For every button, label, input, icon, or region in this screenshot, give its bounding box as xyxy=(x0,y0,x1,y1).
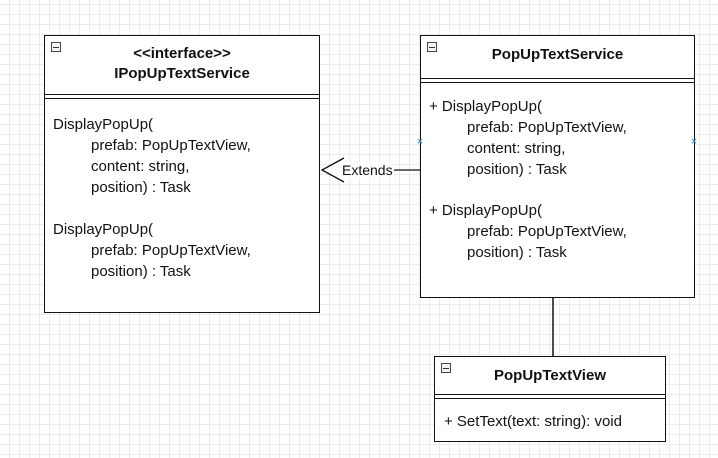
methods-compartment: + SetText(text: string): void xyxy=(435,399,665,432)
class-popuptextservice[interactable]: PopUpTextService + DisplayPopUp( prefab:… xyxy=(420,35,695,298)
method-param: prefab: PopUpTextView, xyxy=(467,119,627,136)
methods-compartment: + DisplayPopUp( prefab: PopUpTextView, c… xyxy=(421,83,694,263)
stereotype-label: <<interface>> xyxy=(133,45,231,62)
connection-port-right-icon[interactable]: × xyxy=(690,136,698,148)
method-param: position) : Task xyxy=(91,179,191,196)
method-param: prefab: PopUpTextView, xyxy=(91,137,251,154)
method-display-popup-2[interactable]: + DisplayPopUp( prefab: PopUpTextView, p… xyxy=(429,200,694,263)
method-param: position) : Task xyxy=(467,244,567,261)
method-param: prefab: PopUpTextView, xyxy=(467,223,627,240)
attributes-divider xyxy=(435,394,665,395)
method-param: content: string, xyxy=(91,158,190,175)
class-ipopuptextservice[interactable]: <<interface>> IPopUpTextService DisplayP… xyxy=(44,35,320,313)
methods-divider xyxy=(435,398,665,399)
methods-compartment: DisplayPopUp( prefab: PopUpTextView, con… xyxy=(45,99,319,282)
class-header: PopUpTextService xyxy=(421,36,694,65)
method-display-popup-2[interactable]: DisplayPopUp( prefab: PopUpTextView, pos… xyxy=(53,219,319,282)
method-param: position) : Task xyxy=(91,263,191,280)
method-signature: + SetText(text: string): void xyxy=(444,413,622,430)
method-display-popup-1[interactable]: DisplayPopUp( prefab: PopUpTextView, con… xyxy=(53,114,319,198)
class-header: PopUpTextView xyxy=(435,357,665,386)
attributes-divider xyxy=(421,78,694,79)
attributes-divider xyxy=(45,94,319,95)
methods-divider xyxy=(45,98,319,99)
method-param: content: string, xyxy=(467,140,566,157)
class-popuptextview[interactable]: PopUpTextView + SetText(text: string): v… xyxy=(434,356,666,442)
class-name: PopUpTextService xyxy=(491,46,624,63)
method-param: prefab: PopUpTextView, xyxy=(91,242,251,259)
method-signature: DisplayPopUp( xyxy=(53,221,154,238)
method-param: position) : Task xyxy=(467,161,567,178)
connection-port-left-icon[interactable]: × xyxy=(416,136,424,148)
method-signature: DisplayPopUp( xyxy=(53,116,154,133)
class-name: PopUpTextView xyxy=(494,367,606,384)
extends-label: Extends xyxy=(341,162,394,178)
collapse-toggle-icon[interactable] xyxy=(427,42,437,52)
method-signature: + DisplayPopUp( xyxy=(429,202,542,219)
methods-divider xyxy=(421,82,694,83)
collapse-toggle-icon[interactable] xyxy=(441,363,451,373)
collapse-toggle-icon[interactable] xyxy=(51,42,61,52)
class-name: IPopUpTextService xyxy=(114,65,250,82)
method-display-popup-1[interactable]: + DisplayPopUp( prefab: PopUpTextView, c… xyxy=(429,96,694,180)
method-settext[interactable]: + SetText(text: string): void xyxy=(444,411,665,432)
method-signature: + DisplayPopUp( xyxy=(429,98,542,115)
class-header: <<interface>> IPopUpTextService xyxy=(45,36,319,84)
